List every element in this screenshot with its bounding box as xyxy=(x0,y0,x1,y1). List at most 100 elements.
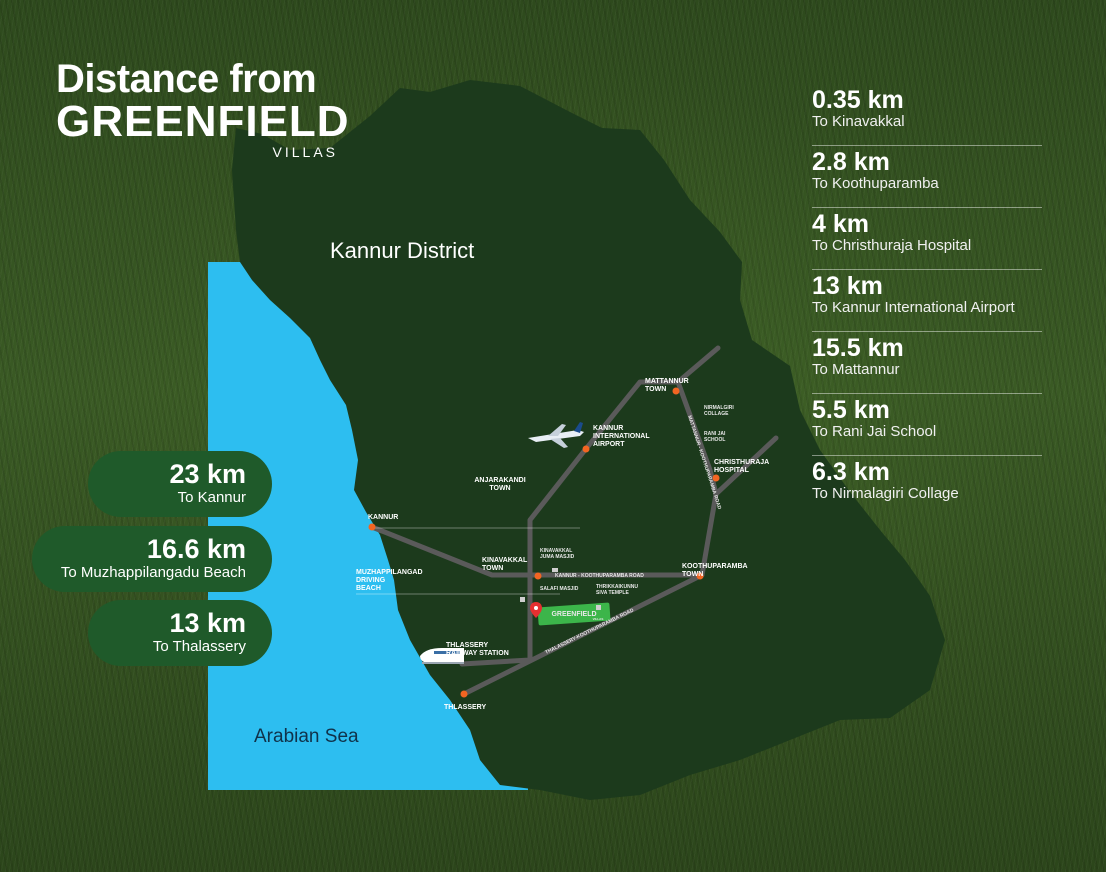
distance-pill-thalassery: 13 km To Thalassery xyxy=(88,600,272,666)
distance-pill-kannur: 23 km To Kannur xyxy=(88,451,272,517)
marker-kinavakkal xyxy=(534,572,542,580)
pill-destination: To Thalassery xyxy=(152,638,246,655)
distance-km: 4 km xyxy=(812,210,869,238)
distance-km: 6.3 km xyxy=(812,458,890,486)
marker-koothuparamba xyxy=(696,572,704,580)
place-label-line: AIRPORT xyxy=(593,441,625,448)
marker-kannur xyxy=(368,523,376,531)
place-label-line: SALAFI MASJID xyxy=(540,586,579,592)
mosque-icon xyxy=(552,568,558,572)
distance-list: 0.35 km To Kinavakkal 2.8 km To Koothupa… xyxy=(812,84,1042,518)
distance-destination: To Nirmalagiri Collage xyxy=(812,485,959,502)
place-label-kannur: KANNUR xyxy=(368,514,398,521)
road-label-kannur-koothuparamba: KANNUR - KOOTHUPARAMBA ROAD xyxy=(555,573,644,579)
place-label-line: MUZHAPPILANGAD xyxy=(356,569,423,576)
place-label-line: KINAVAKKAL xyxy=(540,548,572,554)
landmark-icons xyxy=(520,568,601,610)
place-label-line: BEACH xyxy=(356,585,381,592)
place-label-line: HOSPITAL xyxy=(714,467,750,474)
distance-destination: To Christhuraja Hospital xyxy=(812,237,972,254)
distance-km: 15.5 km xyxy=(812,334,904,362)
place-label-line: JUMA MASJID xyxy=(540,554,575,560)
place-label-line: INTERNATIONAL xyxy=(593,433,650,440)
place-label-line: KOOTHUPARAMBA xyxy=(682,563,748,570)
place-label-line: SCHOOL xyxy=(704,437,725,443)
pill-destination: To Muzhappilangadu Beach xyxy=(60,564,246,581)
place-label-line: TOWN xyxy=(489,485,510,492)
place-markers xyxy=(368,387,720,698)
distance-item: 13 km To Kannur International Airport xyxy=(812,270,1042,332)
place-label-line: TOWN xyxy=(682,571,703,578)
distance-km: 13 km xyxy=(812,272,883,300)
distance-destination: To Kinavakkal xyxy=(812,113,905,130)
place-label-line: MATTANNUR xyxy=(645,378,689,385)
place-label-line: KINAVAKKAL xyxy=(482,557,528,564)
place-label-line: RANI JAI xyxy=(704,431,726,437)
kannur-district-land xyxy=(232,80,945,800)
title-subbrand: VILLAS xyxy=(272,144,338,160)
road-network xyxy=(369,345,779,697)
distance-km: 5.5 km xyxy=(812,396,890,424)
greenfield-marker-label: GREENFIELD xyxy=(551,611,596,618)
pill-km: 23 km xyxy=(169,459,246,489)
airplane-icon xyxy=(528,422,584,448)
distance-km: 2.8 km xyxy=(812,148,890,176)
greenfield-villa-plot xyxy=(537,602,611,626)
distance-item: 2.8 km To Koothuparamba xyxy=(812,146,1042,208)
place-label-line: TOWN xyxy=(482,565,503,572)
marker-mattannur xyxy=(672,387,680,395)
pill-km: 13 km xyxy=(169,608,246,638)
distance-item: 5.5 km To Rani Jai School xyxy=(812,394,1042,456)
region-label: Kannur District xyxy=(330,238,474,263)
place-label-line: THRIKKAIKUNNU xyxy=(596,584,638,590)
distance-km: 0.35 km xyxy=(812,86,904,114)
place-label-line: THLASSERY xyxy=(444,704,486,711)
marker-christhuraja xyxy=(712,474,720,482)
place-label-salafi: SALAFI MASJID xyxy=(540,586,579,592)
place-label-line: KANNUR xyxy=(593,425,623,432)
distance-item: 6.3 km To Nirmalagiri Collage xyxy=(812,456,1042,518)
sea-label: Arabian Sea xyxy=(254,726,359,747)
greenfield-marker-sublabel: VILLAS xyxy=(593,617,604,621)
place-label-line: CHRISTHURAJA xyxy=(714,459,769,466)
train-icon xyxy=(420,648,464,664)
place-label-line: SIVA TEMPLE xyxy=(596,590,629,596)
pill-destination: To Kannur xyxy=(177,489,246,506)
pill-km: 16.6 km xyxy=(146,534,246,564)
place-label-line: THLASSERY xyxy=(446,642,488,649)
temple-icon xyxy=(596,605,601,610)
place-label-line: TOWN xyxy=(645,386,666,393)
place-label-line: DRIVING xyxy=(356,577,386,584)
place-label-thalassery: THLASSERY xyxy=(444,704,486,711)
title-line1: Distance from xyxy=(56,57,317,101)
title-block: Distance from GREENFIELD VILLAS xyxy=(56,58,350,160)
marker-thalassery xyxy=(460,690,468,698)
title-brand: GREENFIELD xyxy=(56,97,350,146)
place-label-line: COLLAGE xyxy=(704,411,729,417)
marker-airport xyxy=(582,445,590,453)
distance-item: 0.35 km To Kinavakkal xyxy=(812,84,1042,146)
distance-pill-muzhappilangadu: 16.6 km To Muzhappilangadu Beach xyxy=(32,526,272,592)
place-label-line: ANJARAKANDI xyxy=(474,477,525,484)
place-label-line: NIRMALGIRI xyxy=(704,405,734,411)
distance-item: 4 km To Christhuraja Hospital xyxy=(812,208,1042,270)
distance-destination: To Kannur International Airport xyxy=(812,299,1015,316)
mosque-icon xyxy=(520,597,525,602)
place-label-line: KANNUR xyxy=(368,514,398,521)
distance-destination: To Mattannur xyxy=(812,361,900,378)
distance-destination: To Rani Jai School xyxy=(812,423,937,440)
distance-destination: To Koothuparamba xyxy=(812,175,939,192)
